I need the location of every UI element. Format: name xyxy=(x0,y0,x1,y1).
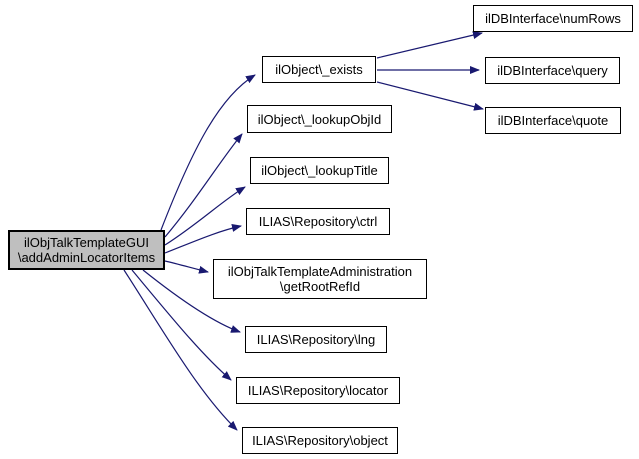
node-label: ILIAS\Repository\locator xyxy=(247,383,389,398)
node-label: \getRootRefId xyxy=(279,279,361,294)
edge-root-to-exists xyxy=(160,74,256,231)
node-admin-getrootrefid[interactable]: ilObjTalkTemplateAdministration \getRoot… xyxy=(213,259,427,299)
node-dbinterface-numrows[interactable]: ilDBInterface\numRows xyxy=(473,5,633,32)
edge-root-to-lookuptitle xyxy=(164,186,246,246)
node-repository-locator[interactable]: ILIAS\Repository\locator xyxy=(236,377,400,404)
edge-root-to-object xyxy=(123,269,238,431)
node-addadminlocatoritems: ilObjTalkTemplateGUI \addAdminLocatorIte… xyxy=(8,230,165,270)
node-label: ILIAS\Repository\lng xyxy=(256,332,376,347)
node-lookupobjid[interactable]: ilObject\_lookupObjId xyxy=(247,105,392,133)
node-label: ilObjTalkTemplateAdministration xyxy=(227,264,413,279)
node-label: ilDBInterface\query xyxy=(497,63,608,78)
edge-root-to-lookupobjid xyxy=(164,133,243,238)
node-dbinterface-quote[interactable]: ilDBInterface\quote xyxy=(485,107,621,134)
edge-root-to-admin xyxy=(164,260,209,274)
node-label: ilObject\_lookupObjId xyxy=(257,111,382,127)
node-label: ilObject\_lookupTitle xyxy=(261,163,378,178)
node-label: ilObject\_exists xyxy=(275,62,363,77)
node-label: ILIAS\Repository\ctrl xyxy=(258,214,378,229)
node-repository-object[interactable]: ILIAS\Repository\object xyxy=(242,427,398,454)
node-repository-lng[interactable]: ILIAS\Repository\lng xyxy=(245,326,387,353)
node-label: \addAdminLocatorItems xyxy=(17,250,156,265)
node-lookuptitle[interactable]: ilObject\_lookupTitle xyxy=(250,157,389,184)
node-dbinterface-query[interactable]: ilDBInterface\query xyxy=(485,57,620,84)
edge-root-to-locator xyxy=(131,269,232,381)
node-exists[interactable]: ilObject\_exists xyxy=(262,56,376,83)
edge-exists-to-quote xyxy=(376,81,484,111)
node-label: ilDBInterface\quote xyxy=(497,113,609,128)
edge-root-to-ctrl xyxy=(164,224,242,254)
node-label: ILIAS\Repository\object xyxy=(252,433,388,448)
node-label: ilObjTalkTemplateGUI xyxy=(24,235,149,250)
node-label: ilDBInterface\numRows xyxy=(485,11,621,26)
edge-exists-to-numrows xyxy=(376,31,483,59)
node-repository-ctrl[interactable]: ILIAS\Repository\ctrl xyxy=(246,208,390,235)
edge-root-to-lng xyxy=(142,269,241,333)
